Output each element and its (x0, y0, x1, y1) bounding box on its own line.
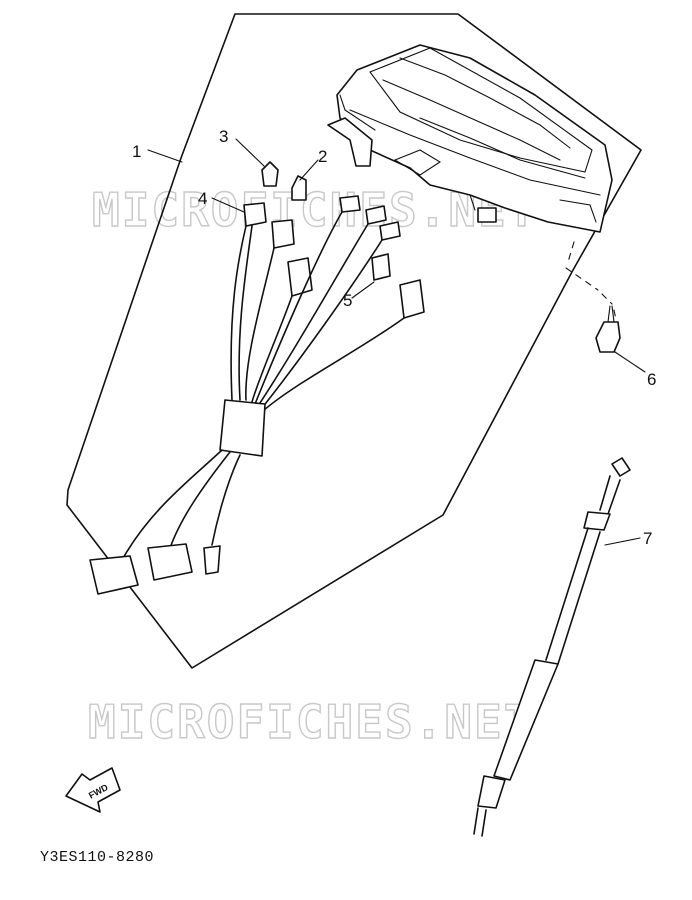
callout-4: 4 (198, 189, 207, 208)
callout-1: 1 (132, 142, 141, 161)
leader-1 (147, 149, 183, 163)
leader-3 (235, 138, 265, 167)
assembly-boundary (66, 13, 642, 669)
callout-2: 2 (318, 147, 327, 166)
coupler-right (147, 543, 193, 581)
terminal-a (339, 195, 361, 213)
bulb-3 (261, 161, 279, 187)
screw-6 (595, 305, 621, 353)
leader-2 (299, 159, 319, 181)
socket-5 (371, 253, 391, 281)
leader-4 (211, 197, 245, 213)
socket-b (287, 257, 313, 297)
terminal-b (365, 205, 387, 225)
socket-4 (243, 202, 267, 227)
meter-housing (327, 44, 613, 233)
coupler-left (89, 555, 139, 595)
fwd-arrow-icon: FWD (65, 767, 121, 813)
leader-6 (614, 351, 646, 373)
socket-a (271, 219, 295, 249)
callout-7: 7 (643, 529, 652, 548)
callout-6: 6 (647, 370, 656, 389)
bulb-2 (291, 175, 307, 201)
document-code: Y3ES110-8280 (40, 849, 155, 866)
callout-3: 3 (219, 127, 228, 146)
socket-c (399, 279, 425, 319)
leader-5 (351, 281, 375, 299)
leader-dashed (565, 241, 617, 321)
watermark-bottom: MICROFICHES.NET (88, 695, 533, 749)
terminal-c (379, 221, 401, 241)
wire-harness (121, 211, 405, 561)
bullet-connector (203, 545, 221, 575)
speedometer-cable-7 (473, 457, 631, 837)
leader-7 (604, 537, 641, 546)
callout-5: 5 (343, 291, 352, 310)
